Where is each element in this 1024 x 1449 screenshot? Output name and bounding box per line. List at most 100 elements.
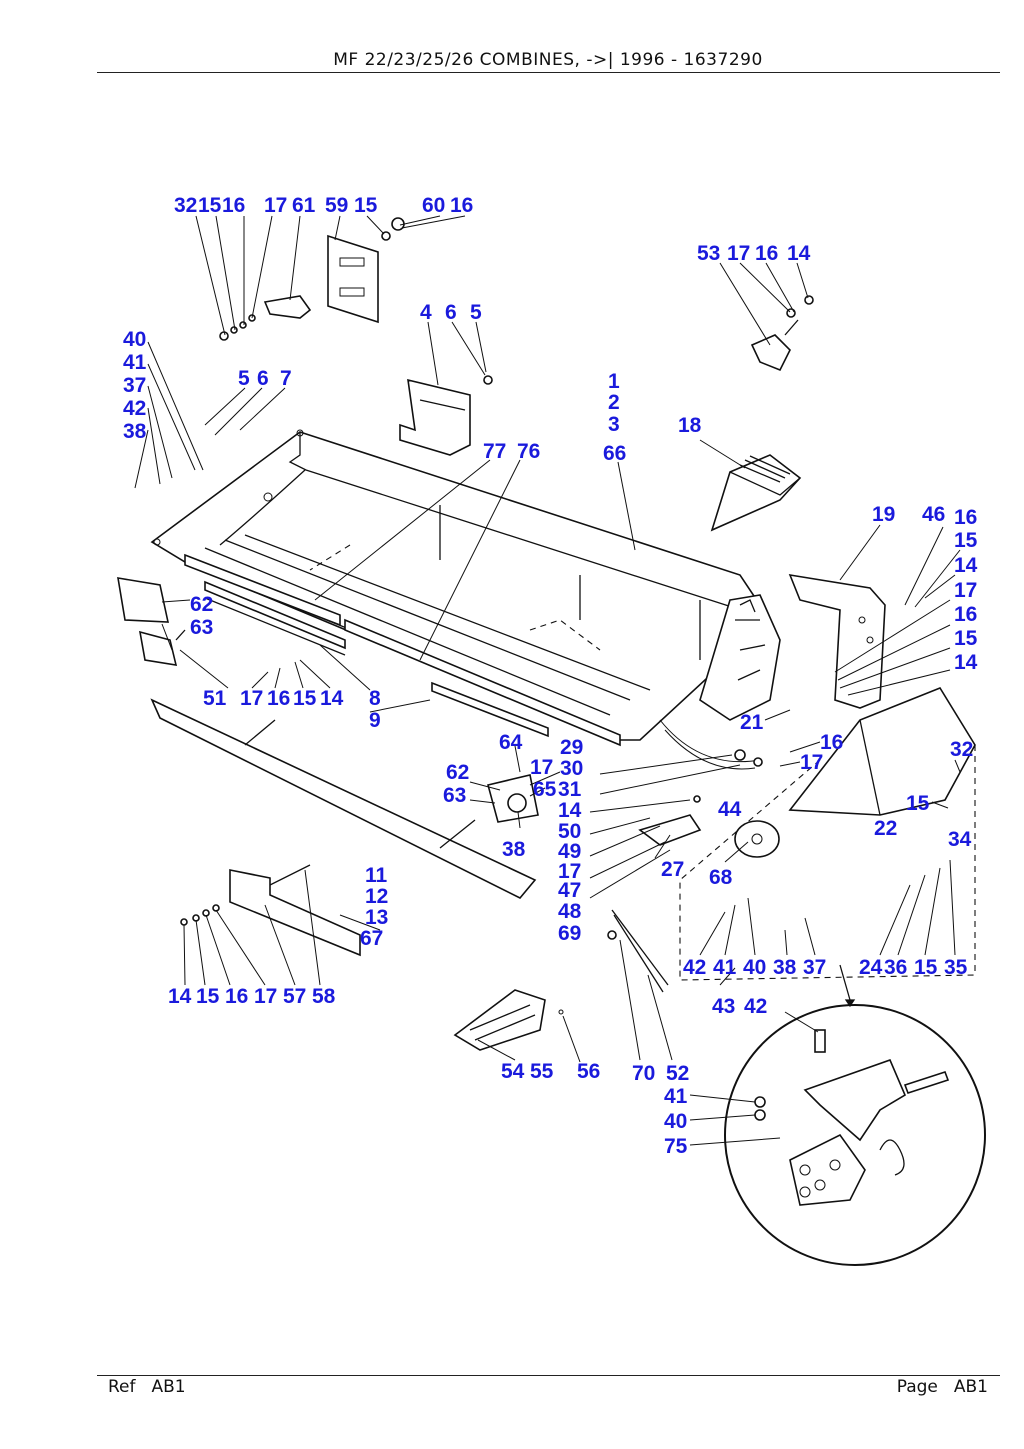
callout-label: 16 — [450, 194, 473, 217]
callout-label: 44 — [718, 798, 742, 821]
callout-label: 61 — [292, 194, 316, 217]
rods-drawing — [607, 909, 669, 993]
side-plate-drawing — [788, 573, 886, 709]
callout-label: 37 — [123, 374, 146, 397]
callout-label: 16 — [755, 242, 778, 265]
callout-label: 36 — [884, 956, 907, 979]
callout-label: 63 — [443, 784, 466, 807]
callout-label: 31 — [558, 778, 582, 801]
callout-label: 75 — [664, 1135, 688, 1158]
callout-label: 41 — [123, 351, 147, 374]
callout-label: 69 — [558, 922, 581, 945]
callout-label: 41 — [713, 956, 737, 979]
callout-label: 21 — [740, 711, 764, 734]
callout-labels: 32 15 16 17 61 59 15 60 16 53 17 16 14 4… — [123, 194, 978, 1158]
callout-label: 29 — [560, 736, 583, 759]
rail-strips-drawing — [184, 553, 621, 747]
callout-label: 11 — [365, 864, 388, 887]
callout-label: 46 — [922, 503, 945, 526]
callout-label: 40 — [743, 956, 766, 979]
callout-label: 42 — [123, 397, 146, 420]
callout-label: 15 — [196, 985, 220, 1008]
page-value: AB1 — [953, 1377, 988, 1397]
callout-label: 32 — [174, 194, 197, 217]
callout-label: 1 — [608, 370, 620, 393]
disc-drawing — [734, 820, 780, 858]
callout-label: 6 — [257, 367, 269, 390]
callout-label: 17 — [240, 687, 263, 710]
callout-label: 14 — [954, 554, 978, 577]
detail-inset-drawing — [724, 964, 986, 1266]
callout-label: 70 — [632, 1062, 655, 1085]
callout-label: 9 — [369, 709, 381, 732]
callout-label: 41 — [664, 1085, 688, 1108]
callout-label: 65 — [533, 778, 557, 801]
callout-label: 76 — [517, 440, 540, 463]
callout-label: 66 — [603, 442, 626, 465]
callout-label: 37 — [803, 956, 826, 979]
header-divider — [97, 72, 1000, 73]
upper-left-bracket-drawing — [219, 217, 405, 341]
callout-label: 2 — [608, 391, 620, 414]
callout-label: 16 — [267, 687, 290, 710]
callout-label: 17 — [800, 751, 823, 774]
callout-label: 15 — [293, 687, 317, 710]
callout-label: 8 — [369, 687, 381, 710]
callout-label: 16 — [225, 985, 248, 1008]
callout-label: 57 — [283, 985, 306, 1008]
callout-label: 7 — [280, 367, 292, 390]
callout-label: 30 — [560, 757, 583, 780]
callout-label: 14 — [787, 242, 811, 265]
callout-label: 15 — [954, 627, 978, 650]
ref-value: AB1 — [151, 1377, 186, 1397]
leader-lines — [134, 215, 961, 1146]
callout-label: 17 — [727, 242, 750, 265]
cover-drawing — [710, 454, 802, 532]
callout-label: 77 — [483, 440, 506, 463]
callout-label: 67 — [360, 927, 383, 950]
skid-plate-drawing — [453, 989, 564, 1051]
center-bracket-drawing — [399, 375, 493, 456]
callout-label: 14 — [168, 985, 192, 1008]
callout-label: 27 — [661, 858, 684, 881]
callout-label: 48 — [558, 900, 582, 923]
callout-label: 16 — [954, 603, 977, 626]
callout-label: 17 — [530, 756, 553, 779]
callout-label: 40 — [664, 1110, 687, 1133]
callout-label: 15 — [954, 529, 978, 552]
callout-label: 42 — [744, 995, 767, 1018]
callout-label: 50 — [558, 820, 581, 843]
callout-label: 51 — [203, 687, 227, 710]
callout-label: 62 — [190, 593, 213, 616]
lower-strip-drawing — [180, 864, 361, 957]
callout-label: 32 — [950, 738, 973, 761]
callout-label: 15 — [906, 792, 930, 815]
callout-label: 47 — [558, 879, 581, 902]
callout-label: 5 — [470, 301, 482, 324]
callout-label: 24 — [859, 956, 883, 979]
callout-label: 3 — [608, 413, 620, 436]
page-title: MF 22/23/25/26 COMBINES, ->| 1996 - 1637… — [333, 50, 763, 70]
callout-label: 17 — [264, 194, 287, 217]
footer-divider — [97, 1375, 1000, 1376]
callout-label: 14 — [558, 799, 582, 822]
callout-label: 18 — [678, 414, 702, 437]
callout-label: 15 — [198, 194, 222, 217]
callout-label: 15 — [354, 194, 378, 217]
callout-label: 16 — [222, 194, 245, 217]
callout-label: 17 — [558, 860, 581, 883]
callout-label: 38 — [773, 956, 797, 979]
callout-label: 58 — [312, 985, 336, 1008]
callout-label: 6 — [445, 301, 457, 324]
top-right-plate-drawing — [750, 295, 814, 372]
callout-label: 19 — [872, 503, 895, 526]
callout-label: 14 — [954, 651, 978, 674]
long-strip-drawing — [150, 698, 537, 899]
callout-label: 38 — [502, 838, 526, 861]
callout-label: 62 — [446, 761, 469, 784]
callout-label: 13 — [365, 906, 388, 929]
callout-label: 56 — [577, 1060, 600, 1083]
